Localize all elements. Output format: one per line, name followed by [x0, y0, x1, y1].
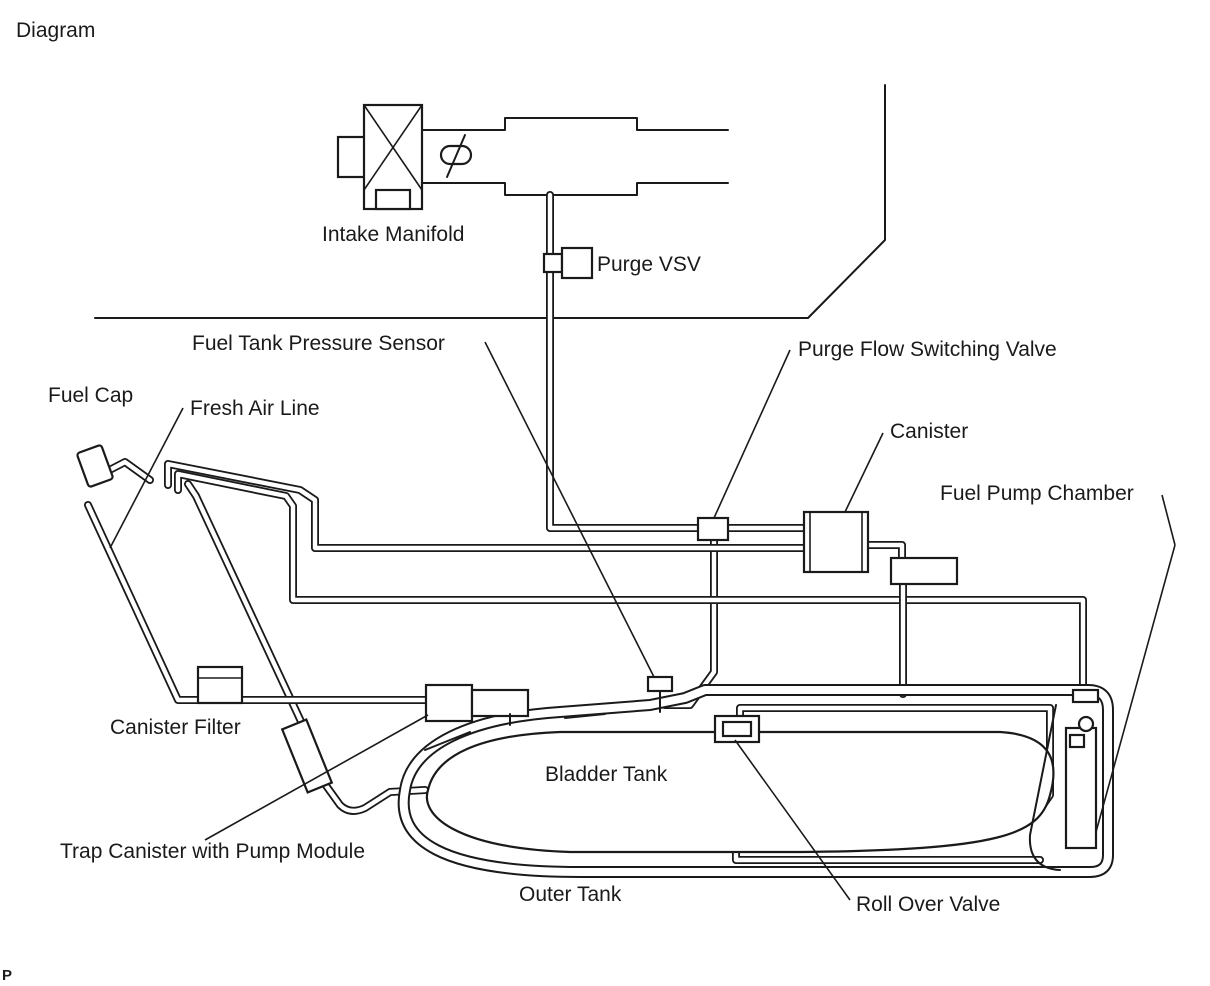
fuel-cap — [76, 444, 114, 488]
fuel-pump-chamber — [1064, 688, 1100, 850]
leader-lines — [109, 341, 1176, 901]
canister-filter — [196, 665, 244, 705]
intake-manifold — [336, 103, 729, 211]
fuel-tank-pressure-sensor — [646, 675, 674, 693]
fuel-pump-chamber-label: Fuel Pump Chamber — [940, 482, 1134, 505]
intake-manifold-label: Intake Manifold — [322, 223, 464, 246]
fuel-tank-pressure-sensor-label: Fuel Tank Pressure Sensor — [192, 332, 445, 355]
fuel-pump-chamber-module — [889, 556, 959, 586]
fresh-air-line-label: Fresh Air Line — [190, 397, 320, 420]
outer-tank-label: Outer Tank — [519, 883, 622, 906]
canister — [802, 510, 870, 574]
bladder-tank-label: Bladder Tank — [545, 763, 668, 786]
purge-flow-switching-valve-label: Purge Flow Switching Valve — [798, 338, 1057, 361]
purge-flow-switching-valve — [696, 516, 730, 542]
trap-canister — [280, 718, 334, 794]
fuel-cap-label: Fuel Cap — [48, 384, 133, 407]
purge-vsv — [542, 246, 594, 280]
roll-over-valve-label: Roll Over Valve — [856, 893, 1000, 916]
canister-filter-label: Canister Filter — [110, 716, 241, 739]
bladder-tank — [425, 730, 1055, 854]
footer-mark: P — [2, 967, 12, 984]
trap-canister-label: Trap Canister with Pump Module — [60, 840, 365, 863]
diagram-title: Diagram — [16, 19, 95, 42]
canister-label: Canister — [890, 420, 968, 443]
engine-compartment-outline — [94, 84, 886, 319]
roll-over-valve — [713, 714, 761, 744]
purge-vsv-label: Purge VSV — [597, 253, 701, 276]
pump-module — [424, 683, 474, 723]
